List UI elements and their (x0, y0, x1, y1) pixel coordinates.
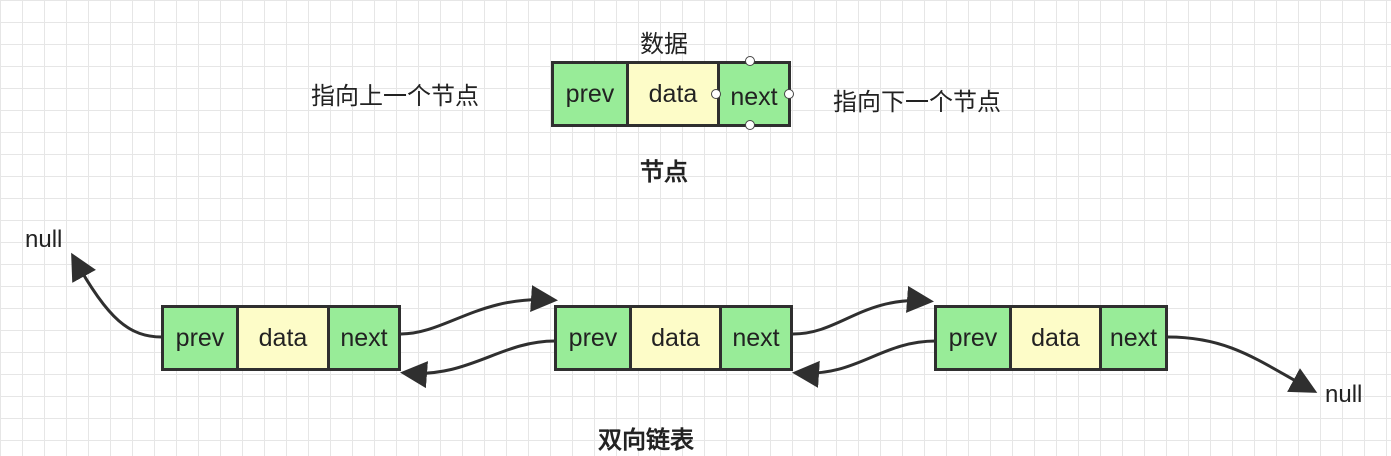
node2-next-to-node3-arrow (792, 285, 934, 336)
legend-data-cell: data (626, 64, 717, 124)
node2-data-cell: data (629, 308, 719, 368)
node1-next-cell: next (327, 308, 398, 368)
selection-handle-top (745, 56, 755, 66)
node3-prev-cell: prev (937, 308, 1009, 368)
node3-next-cell: next (1099, 308, 1165, 368)
prev-pointer-caption: 指向上一个节点 (311, 83, 479, 110)
node2-prev-cell: prev (557, 308, 629, 368)
legend-prev-cell: prev (554, 64, 626, 124)
node-caption: 节点 (640, 159, 688, 186)
list-node-2: prev data next (554, 305, 793, 371)
legend-node: prev data next (551, 61, 791, 127)
node3-next-to-null-arrow (1167, 335, 1318, 393)
node1-prev-cell: prev (164, 308, 236, 368)
list-caption: 双向链表 (598, 427, 694, 454)
node1-next-to-node2-arrow (400, 285, 558, 336)
list-node-1: prev data next (161, 305, 401, 371)
data-caption: 数据 (640, 31, 688, 58)
node1-prev-to-null-arrow (71, 252, 163, 339)
null-right-label: null (1325, 381, 1363, 408)
selection-handle-bottom (745, 120, 755, 130)
node3-data-cell: data (1009, 308, 1099, 368)
node3-prev-to-node2-arrow (792, 339, 937, 388)
selection-handle-right (784, 89, 794, 99)
node1-data-cell: data (236, 308, 327, 368)
selection-handle-left (711, 89, 721, 99)
node2-next-cell: next (719, 308, 790, 368)
node2-prev-to-node1-arrow (400, 339, 556, 389)
legend-next-cell: next (717, 64, 788, 124)
list-node-3: prev data next (934, 305, 1168, 371)
null-left-label: null (25, 226, 63, 253)
next-pointer-caption: 指向下一个节点 (833, 89, 1001, 116)
